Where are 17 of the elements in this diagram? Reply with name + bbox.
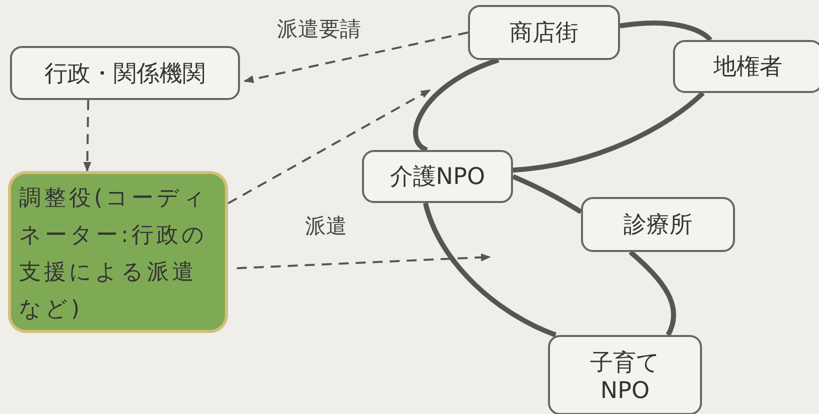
rounded-box: 地権者: [673, 40, 819, 93]
rounded-box: 商店街: [468, 5, 620, 60]
connector-line: [512, 91, 705, 173]
connector-line: [423, 202, 557, 338]
connector-line: [620, 20, 712, 42]
connector-line: [628, 250, 676, 336]
connector-line: [413, 58, 500, 152]
rounded-box: 子育てNPO: [548, 335, 702, 414]
dashed-arrow: [83, 100, 92, 172]
dashed-arrow: [228, 89, 431, 204]
rounded-box: 行政・関係機関: [10, 46, 240, 100]
coordinator-box: 調整役(コーディネーター:行政の支援による派遣など): [8, 171, 228, 333]
dashed-arrow: [236, 253, 491, 270]
rounded-box: 診療所: [581, 197, 735, 252]
dashed-arrow: [244, 32, 468, 84]
rounded-box: 介護NPO: [362, 150, 513, 203]
connector-line: [512, 174, 582, 214]
